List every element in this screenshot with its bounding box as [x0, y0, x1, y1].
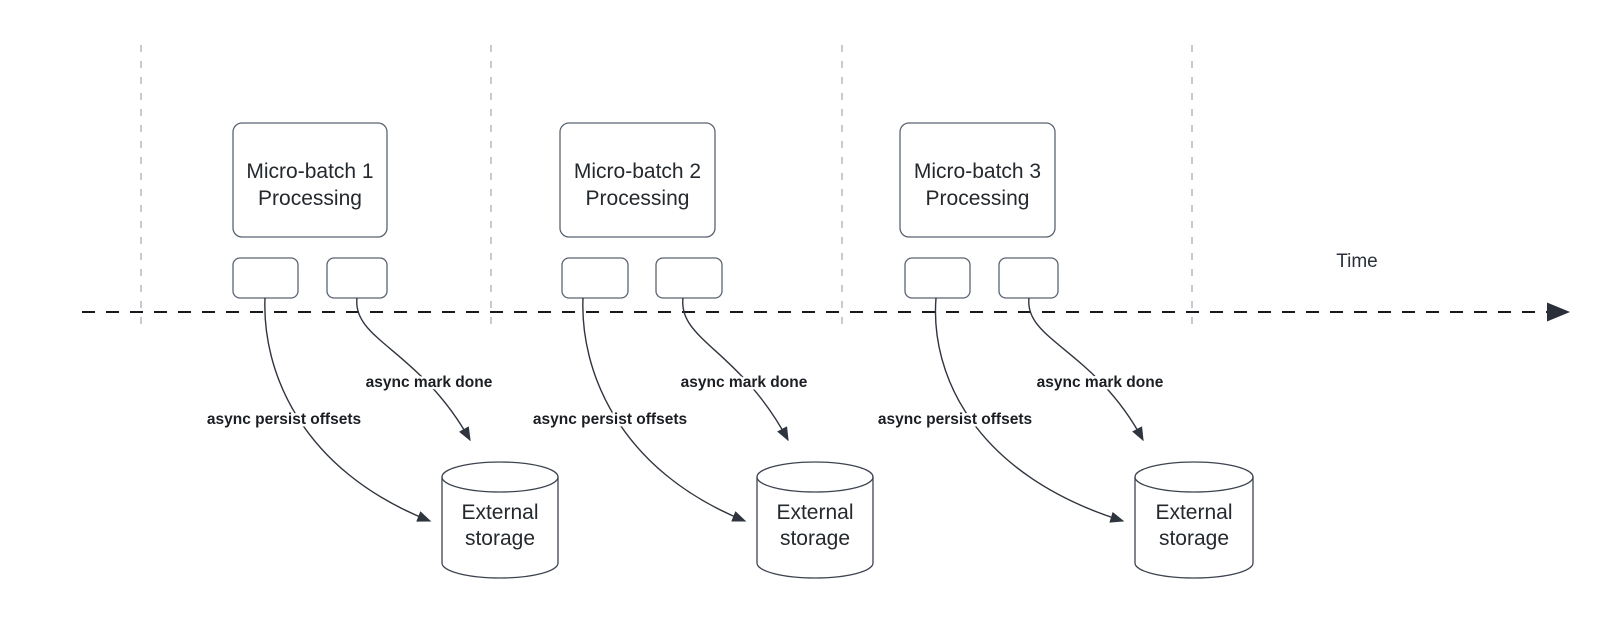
task-box-2-1[interactable] [561, 257, 629, 299]
micro-batch-label-line2: Processing [258, 187, 362, 210]
task-box-3-1[interactable] [904, 257, 971, 299]
task-box-1-2[interactable] [326, 257, 388, 299]
storage-cylinder-top-2[interactable] [756, 461, 874, 493]
storage-label-line2: storage [1159, 527, 1229, 550]
mark-done-connector-3 [1028, 297, 1144, 442]
micro-batch-label-line2: Processing [586, 187, 690, 210]
storage-cylinder-body-1 [441, 477, 559, 579]
micro-batch-label-line1: Micro-batch 1 [246, 160, 373, 183]
time-axis-label: Time [1336, 251, 1378, 272]
persist-offsets-connector-2 [582, 297, 747, 522]
storage-cylinder-body-2 [756, 477, 874, 579]
storage-label-line2: storage [465, 527, 535, 550]
storage-label-line2: storage [780, 527, 850, 550]
mark-done-label-1: async mark done [366, 374, 493, 391]
micro-batch-box-2[interactable] [559, 122, 716, 238]
micro-batch-box-3[interactable] [899, 122, 1056, 238]
mark-done-connector-2 [682, 297, 789, 442]
task-box-3-2[interactable] [998, 257, 1059, 299]
persist-offsets-label-3: async persist offsets [878, 411, 1032, 428]
micro-batch-box-1[interactable] [232, 122, 388, 238]
storage-label-line1: External [461, 501, 538, 524]
persist-offsets-connector-1 [264, 297, 432, 522]
persist-offsets-label-3-halo: async persist offsets [878, 411, 1032, 428]
micro-batch-label-line2: Processing [926, 187, 1030, 210]
mark-done-connector-1 [356, 297, 471, 442]
micro-batch-label-line1: Micro-batch 2 [574, 160, 701, 183]
task-box-1-1[interactable] [232, 257, 299, 299]
persist-offsets-label-2: async persist offsets [533, 411, 687, 428]
persist-offsets-label-2-halo: async persist offsets [533, 411, 687, 428]
storage-label-line1: External [1155, 501, 1232, 524]
persist-offsets-label-1-halo: async persist offsets [207, 411, 361, 428]
micro-batch-label-line1: Micro-batch 3 [914, 160, 1041, 183]
mark-done-label-2-halo: async mark done [681, 374, 808, 391]
persist-offsets-connector-3 [934, 297, 1125, 523]
mark-done-label-3: async mark done [1037, 374, 1164, 391]
storage-cylinder-top-3[interactable] [1134, 461, 1254, 493]
mark-done-label-3-halo: async mark done [1037, 374, 1164, 391]
storage-cylinder-body-3 [1134, 477, 1254, 579]
storage-cylinder-top-1[interactable] [441, 461, 559, 493]
persist-offsets-label-1: async persist offsets [207, 411, 361, 428]
task-box-2-2[interactable] [655, 257, 723, 299]
storage-label-line1: External [776, 501, 853, 524]
mark-done-label-1-halo: async mark done [366, 374, 493, 391]
mark-done-label-2: async mark done [681, 374, 808, 391]
